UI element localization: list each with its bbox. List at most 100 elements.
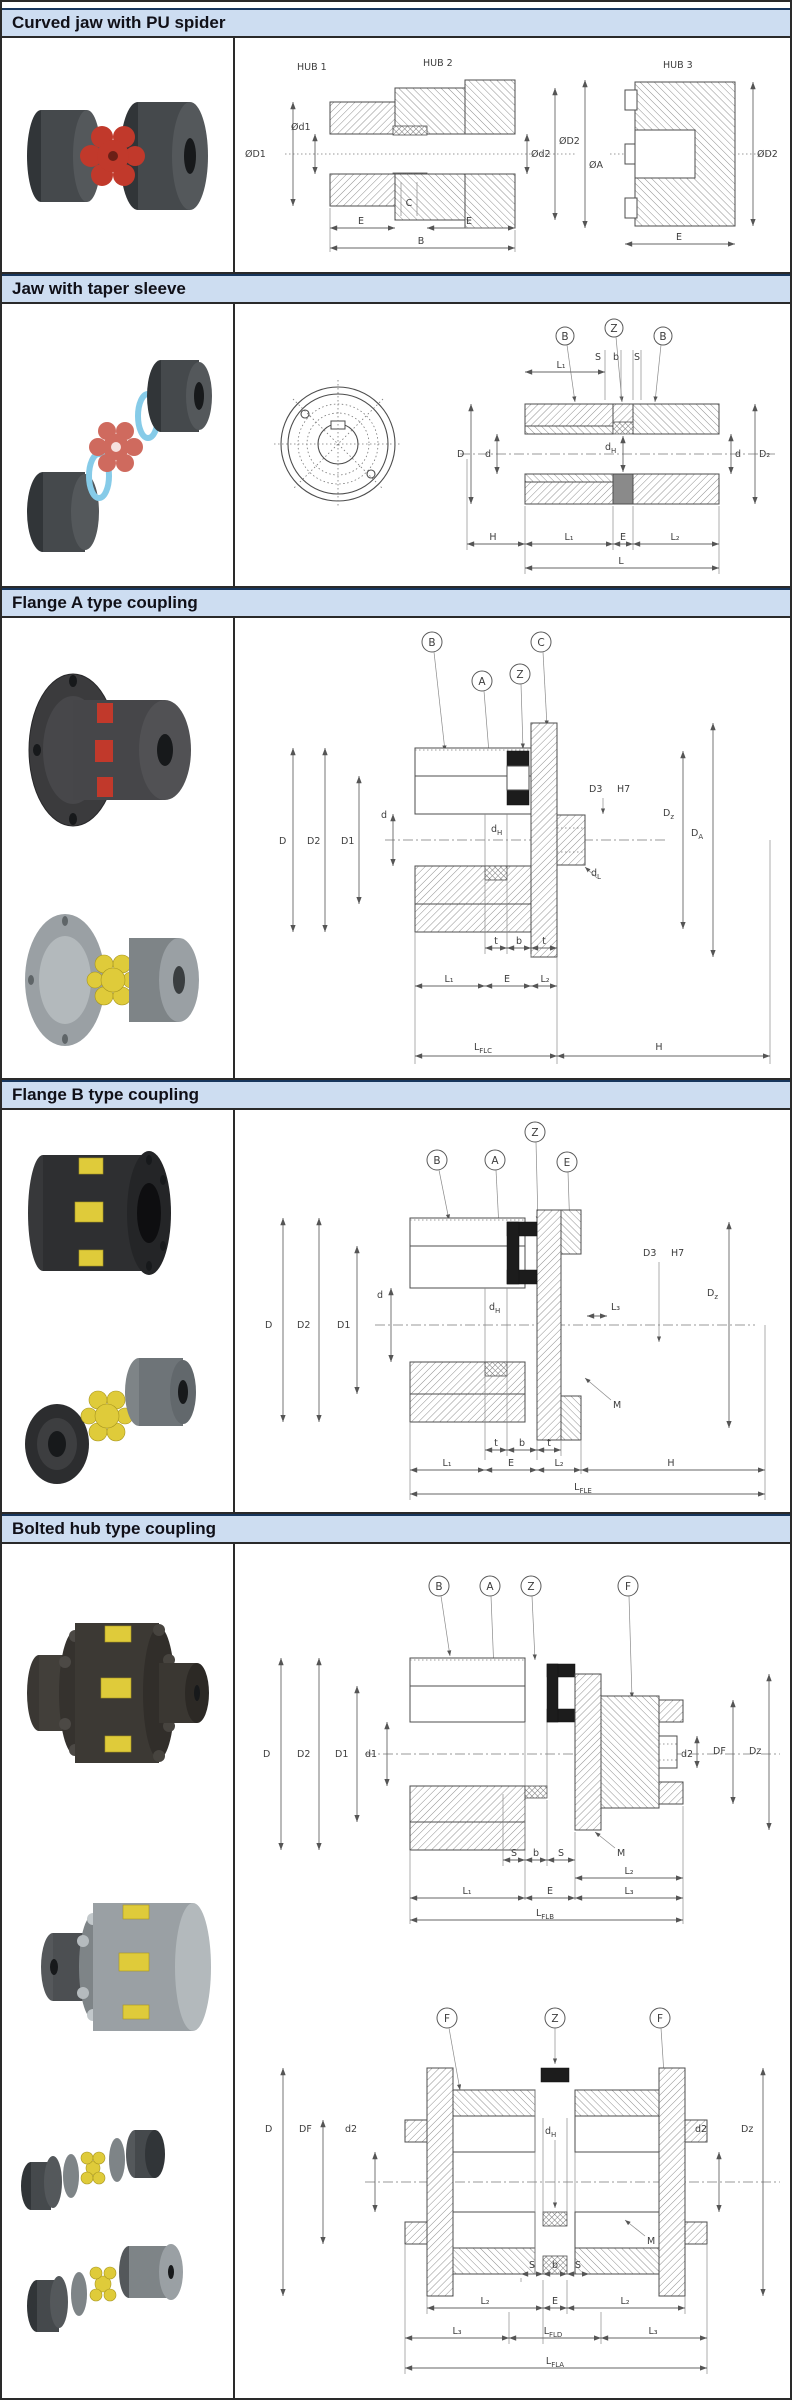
- callout-a: A: [479, 1575, 501, 1673]
- dim-d2-left: d2: [345, 2124, 357, 2135]
- dim-l2-left: L₂: [480, 2296, 489, 2307]
- svg-text:A: A: [491, 1155, 499, 1167]
- section-header-curved-jaw: Curved jaw with PU spider: [2, 8, 790, 38]
- section-title: Jaw with taper sleeve: [12, 279, 186, 298]
- dim-s2: S: [634, 352, 640, 363]
- section-title: Flange B type coupling: [12, 1085, 200, 1104]
- drawing-flange-a: B A Z C: [279, 631, 771, 1064]
- drawing-cell-taper-sleeve: B Z B S b S: [235, 304, 790, 586]
- drawing-cell-bolted-hub: B A Z F: [235, 1544, 790, 2398]
- yellow-spider-small: [89, 2266, 117, 2301]
- dim-lflc: LFLC: [474, 1042, 492, 1055]
- dim-dh: dH: [605, 442, 616, 455]
- dim-b: b: [519, 1438, 525, 1449]
- dim-l3: L₃: [624, 1886, 633, 1897]
- front-view: [274, 380, 402, 508]
- photo-curved-jaw-coupling: [27, 102, 208, 210]
- dim-d3: D3: [643, 1248, 656, 1259]
- dim-l1-top: L₁: [556, 360, 565, 371]
- drawing-cell-flange-a: B A Z C: [235, 618, 790, 1078]
- coupling-photo-red-spider: [80, 126, 145, 186]
- drawing-curved-jaw: HUB 1 HUB 2 HUB 3 ØD1 Ød1 Ød2 ØD2 ØA C E: [245, 58, 778, 252]
- hub3-label: HUB 3: [663, 60, 693, 71]
- dim-m: M: [647, 2236, 655, 2247]
- dim-m: M: [613, 1400, 621, 1411]
- dim-l1: L₁: [564, 532, 573, 543]
- svg-text:Z: Z: [531, 1127, 538, 1139]
- hub1-label: HUB 1: [297, 62, 327, 73]
- dim-h7: H7: [617, 784, 630, 795]
- exploded-coupling-1: [21, 2129, 165, 2210]
- dim-d1: D1: [337, 1320, 350, 1331]
- drawing-bolted-hub-1: B A Z F: [263, 1575, 780, 1924]
- dim-d: D: [265, 1320, 272, 1331]
- dim-l3: L₃: [611, 1302, 620, 1313]
- dim-l2: L₂: [554, 1458, 563, 1469]
- dim-dz: Dz: [663, 808, 674, 821]
- dim-s1: S: [511, 1848, 517, 1859]
- section-header-taper-sleeve: Jaw with taper sleeve: [2, 274, 790, 304]
- side-section: [524, 403, 720, 505]
- callout-z: Z: [524, 1121, 546, 1223]
- dim-oa: ØA: [589, 160, 603, 171]
- callout-b: B: [428, 1575, 452, 1657]
- dim-dz: Dz: [741, 2124, 753, 2135]
- photo-cell-flange-a: [2, 618, 235, 1078]
- dim-l2: L₂: [624, 1866, 633, 1877]
- svg-text:E: E: [564, 1157, 571, 1169]
- dim-e: E: [508, 1458, 514, 1469]
- section-body-bolted-hub: B A Z F: [2, 1544, 790, 2398]
- photo-bolted-exploded-pair: [21, 2129, 183, 2332]
- dim-t2: t: [542, 936, 546, 947]
- dim-d2: D2: [297, 1320, 310, 1331]
- dim-lfld: LFLD: [544, 2326, 563, 2339]
- dim-lfla: LFLA: [546, 2356, 564, 2369]
- dim-h: H: [655, 1042, 662, 1053]
- yellow-spider: [80, 1390, 134, 1442]
- photo-cell-bolted-hub: [2, 1544, 235, 2398]
- dim-l3-left: L₃: [452, 2326, 461, 2337]
- dim-dz: Dz: [749, 1746, 761, 1757]
- hub2-label: HUB 2: [423, 58, 453, 69]
- callout-b: B: [426, 1149, 450, 1221]
- dim-df: DF: [713, 1746, 726, 1757]
- callout-b: B: [421, 631, 447, 752]
- photo-bolted-dark: [27, 1623, 209, 1764]
- dim-b: b: [613, 352, 619, 363]
- dim-l3-right: L₃: [648, 2326, 657, 2337]
- callout-f: F: [617, 1575, 639, 1699]
- coupling-photo-red-spider: [89, 422, 143, 472]
- dim-hub3-od2: ØD2: [757, 149, 778, 160]
- dim-h: H: [667, 1458, 674, 1469]
- dim-d1-bore: d1: [365, 1749, 377, 1760]
- section-header-flange-a: Flange A type coupling: [2, 588, 790, 618]
- svg-text:Z: Z: [516, 669, 523, 681]
- dim-t1: t: [494, 936, 498, 947]
- dim-l1: L₁: [444, 974, 453, 985]
- dim-od2: ØD2: [559, 136, 580, 147]
- dim-od2-bore: Ød2: [531, 149, 551, 160]
- dim-l: L: [618, 556, 624, 567]
- dim-m: M: [617, 1848, 625, 1859]
- dim-d: D: [263, 1749, 270, 1760]
- dim-d-bore: d: [381, 810, 387, 821]
- dim-lfle: LFLE: [574, 1482, 592, 1495]
- photo-flange-b-exploded: [25, 1358, 196, 1484]
- dim-h7: H7: [671, 1248, 684, 1259]
- dim-dh: dH: [491, 824, 502, 837]
- photo-cell-taper-sleeve: [2, 304, 235, 586]
- dim-d1: D1: [341, 836, 354, 847]
- drawing-cell-curved-jaw: HUB 1 HUB 2 HUB 3 ØD1 Ød1 Ød2 ØD2 ØA C E: [235, 38, 790, 272]
- flange-a-section: [414, 722, 586, 958]
- dim-d2: D2: [297, 1749, 310, 1760]
- photo-flange-b-black: [28, 1151, 171, 1275]
- photo-flange-a-dark: [28, 673, 191, 827]
- dim-s1: S: [595, 352, 601, 363]
- dim-h: H: [489, 532, 496, 543]
- svg-text:F: F: [657, 2013, 663, 2025]
- dim-l2-right: L₂: [620, 2296, 629, 2307]
- dim-l1: L₁: [462, 1886, 471, 1897]
- callout-c: C: [530, 631, 552, 727]
- dim-e1: E: [358, 216, 364, 227]
